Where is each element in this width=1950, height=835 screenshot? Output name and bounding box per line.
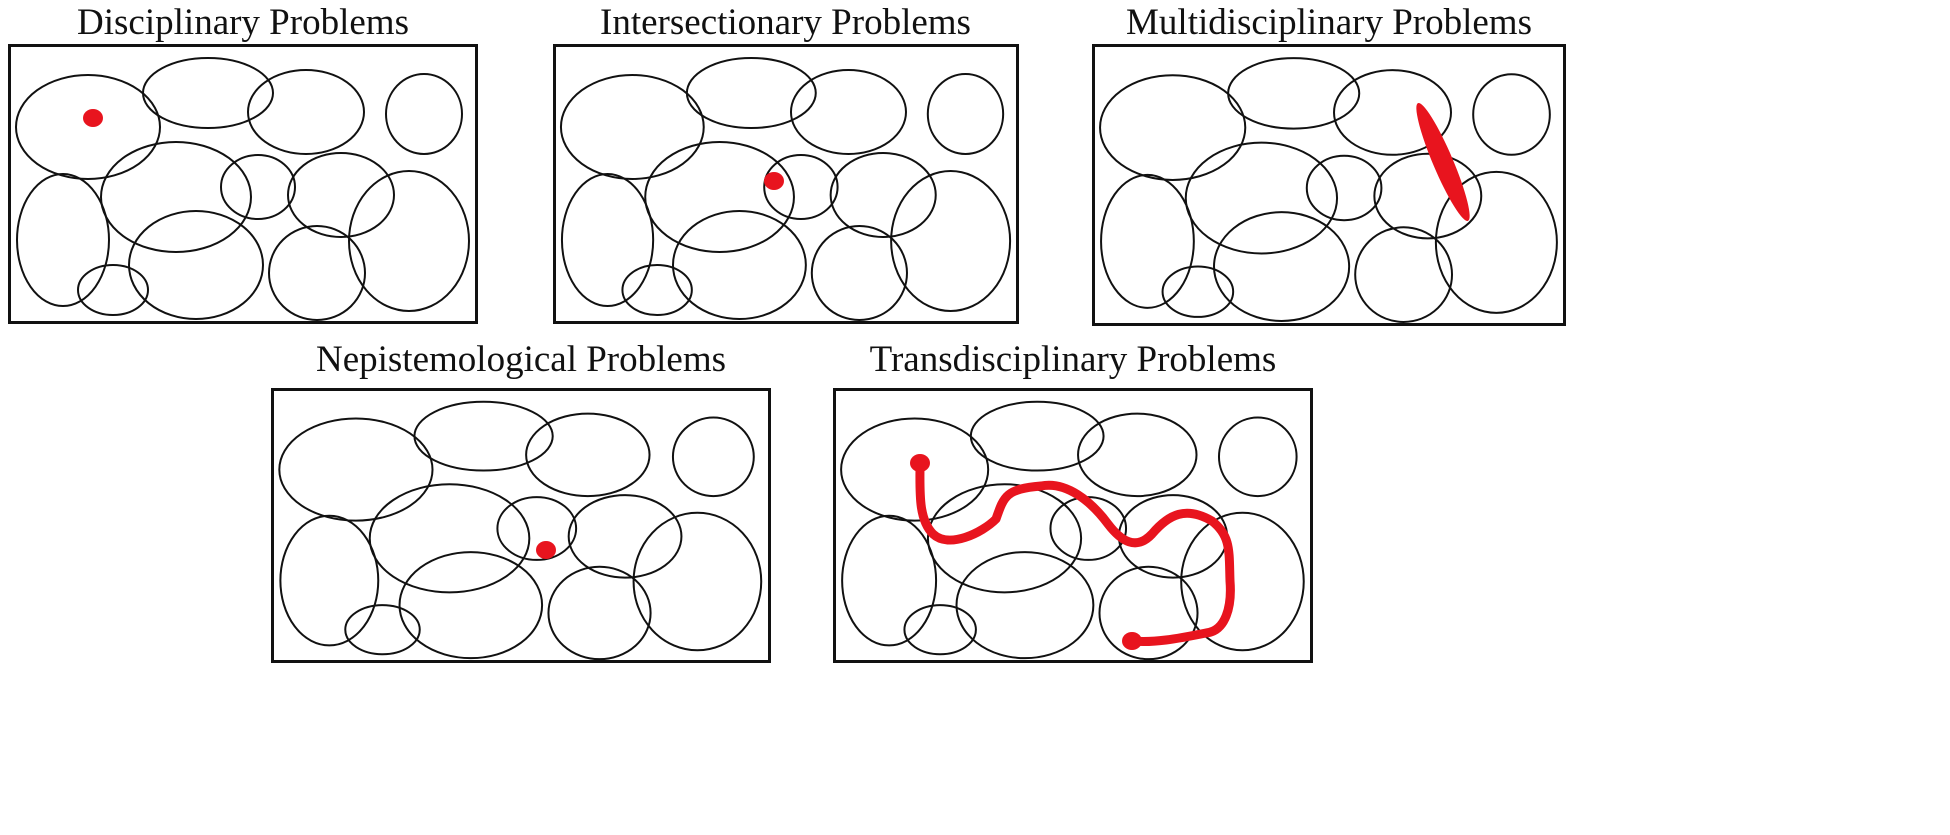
panel-frame: [271, 388, 771, 663]
discipline-ellipse: [100, 141, 252, 253]
discipline-ellipse: [1117, 494, 1229, 579]
discipline-ellipse: [348, 170, 470, 312]
discipline-diagram: [1099, 57, 1558, 323]
problem-marker: [83, 109, 103, 127]
discipline-ellipse: [1227, 57, 1361, 130]
problem-path: [915, 458, 1235, 646]
discipline-ellipse: [621, 264, 693, 316]
discipline-ellipse: [1434, 170, 1558, 314]
discipline-ellipse: [1100, 173, 1195, 309]
discipline-ellipse: [903, 604, 977, 656]
panel-title: Multidisciplinary Problems: [1126, 2, 1532, 43]
discipline-ellipse: [926, 483, 1083, 594]
panel-title: Intersectionary Problems: [600, 2, 971, 43]
discipline-ellipse: [220, 154, 296, 220]
discipline-ellipse: [632, 511, 763, 652]
discipline-ellipse: [344, 604, 421, 656]
discipline-ellipse: [268, 225, 366, 321]
discipline-ellipse: [385, 73, 463, 155]
panel-multidisciplinary: Multidisciplinary Problems: [1092, 0, 1566, 330]
discipline-ellipse: [560, 173, 655, 307]
discipline-ellipse: [525, 412, 651, 498]
path-start-marker: [910, 454, 930, 472]
discipline-ellipse: [278, 417, 434, 522]
discipline-ellipse: [763, 154, 839, 220]
panel-transdisciplinary: Transdisciplinary Problems: [833, 335, 1313, 663]
problem-marker: [536, 541, 556, 559]
discipline-ellipse: [1305, 154, 1383, 222]
panel-frame: [553, 44, 1019, 324]
discipline-ellipse: [559, 74, 705, 180]
discipline-ellipse: [969, 400, 1105, 472]
discipline-diagram: [278, 400, 763, 661]
discipline-ellipse: [1472, 73, 1551, 156]
panel-frame: [833, 388, 1313, 663]
discipline-diagram: [840, 400, 1305, 661]
discipline-ellipse: [810, 225, 908, 321]
discipline-ellipse: [1098, 565, 1199, 661]
discipline-ellipse: [1354, 226, 1454, 323]
discipline-ellipse: [1373, 152, 1483, 240]
discipline-ellipse: [15, 74, 161, 180]
panel-nepistemological: Nepistemological Problems: [271, 335, 771, 663]
discipline-ellipse: [926, 73, 1005, 155]
discipline-ellipse: [1077, 412, 1198, 498]
discipline-ellipse: [413, 400, 554, 472]
panel-disciplinary: Disciplinary Problems: [8, 0, 478, 330]
panel-title: Nepistemological Problems: [315, 339, 727, 380]
discipline-ellipse: [829, 152, 937, 238]
discipline-ellipse: [644, 141, 795, 253]
discipline-ellipse: [16, 173, 110, 307]
discipline-ellipse: [279, 514, 380, 647]
discipline-ellipse: [247, 69, 365, 155]
discipline-ellipse: [287, 152, 395, 238]
problem-marker: [1416, 102, 1470, 222]
discipline-ellipse: [398, 551, 544, 660]
discipline-ellipse: [1333, 69, 1453, 156]
discipline-diagram: [15, 57, 470, 321]
discipline-ellipse: [789, 69, 907, 155]
panel-frame: [8, 44, 478, 324]
panel-title: Disciplinary Problems: [77, 2, 409, 43]
discipline-ellipse: [1184, 141, 1339, 255]
discipline-ellipse: [841, 514, 938, 647]
discipline-ellipse: [955, 551, 1095, 660]
discipline-ellipse: [1213, 211, 1351, 322]
discipline-ellipse: [890, 170, 1012, 312]
discipline-ellipse: [671, 210, 807, 320]
problem-marker: [764, 172, 784, 190]
discipline-ellipse: [368, 483, 531, 594]
discipline-ellipse: [142, 57, 274, 129]
discipline-ellipse: [1217, 416, 1298, 498]
discipline-ellipse: [496, 496, 578, 561]
discipline-ellipse: [567, 494, 683, 579]
discipline-ellipse: [685, 57, 817, 129]
discipline-ellipse: [77, 264, 149, 316]
discipline-ellipse: [1099, 74, 1247, 181]
discipline-ellipse: [671, 416, 755, 498]
discipline-diagram: [559, 57, 1012, 321]
panel-frame: [1092, 44, 1566, 326]
discipline-ellipse: [840, 417, 990, 522]
path-end-marker: [1122, 632, 1142, 650]
discipline-ellipse: [547, 565, 652, 661]
discipline-ellipse: [1161, 265, 1235, 318]
panel-title: Transdisciplinary Problems: [869, 339, 1277, 380]
discipline-ellipse: [1180, 511, 1305, 652]
discipline-ellipse: [128, 210, 264, 320]
panel-intersectionary: Intersectionary Problems: [548, 0, 1023, 330]
